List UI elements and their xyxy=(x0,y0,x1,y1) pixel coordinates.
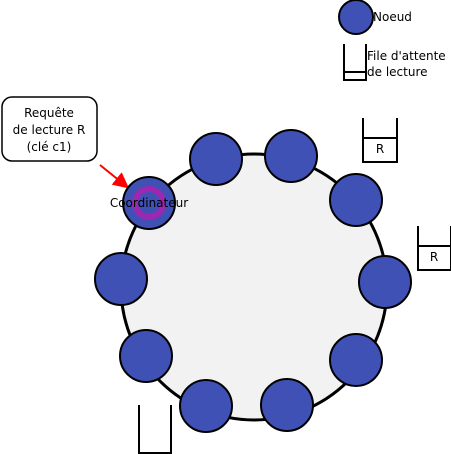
ring-node xyxy=(260,378,314,432)
ring-node xyxy=(264,129,318,183)
coordinator-node xyxy=(122,176,176,230)
ring-node xyxy=(358,255,412,309)
legend-node-icon xyxy=(338,0,374,35)
request-line3: (clé c1) xyxy=(27,140,72,154)
request-line1: Requête xyxy=(24,106,74,120)
ring-node xyxy=(179,379,233,433)
legend-node-label: Noeud xyxy=(373,10,412,24)
request-box xyxy=(1,96,98,162)
ring-node xyxy=(94,252,148,306)
request-line2: de lecture R xyxy=(13,123,86,137)
legend-queue-label-line1: File d'attente xyxy=(367,49,446,63)
queue-item-label: R xyxy=(430,250,438,264)
legend-queue-label-line2: de lecture xyxy=(367,65,428,79)
coordinator-label: Coordinateur xyxy=(110,196,188,210)
read-queue xyxy=(362,118,398,163)
queue-item-label: R xyxy=(376,142,384,156)
read-queue xyxy=(138,405,172,454)
read-queue xyxy=(417,226,451,271)
legend-queue-icon xyxy=(343,44,367,81)
request-arrow xyxy=(99,164,130,189)
ring-node xyxy=(329,173,383,227)
ring-node xyxy=(189,132,243,186)
ring-node xyxy=(119,329,173,383)
ring-node xyxy=(329,333,383,387)
